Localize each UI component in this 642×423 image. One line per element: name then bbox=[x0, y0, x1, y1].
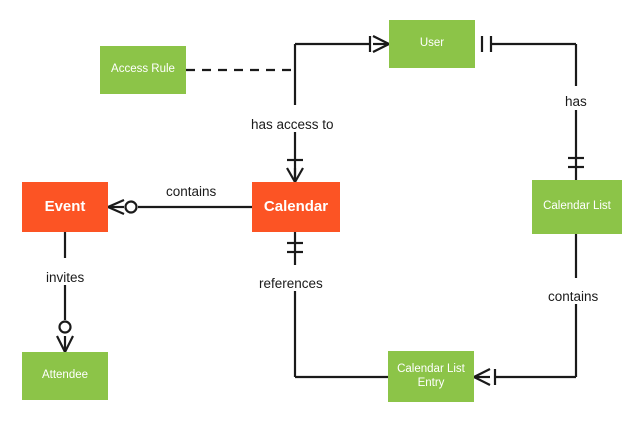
entity-attendee[interactable]: Attendee bbox=[22, 352, 108, 400]
zero-circle-attendee bbox=[58, 320, 72, 334]
cardinality-calendar-one-or-many bbox=[286, 158, 304, 183]
relationship-label-references: references bbox=[256, 276, 326, 291]
relationship-label-has-access-to: has access to bbox=[248, 117, 337, 132]
entity-event-label: Event bbox=[44, 198, 86, 216]
crowsfoot-upper-entry bbox=[473, 368, 491, 378]
crowsfoot-upper-event bbox=[107, 198, 125, 209]
zero-circle-event bbox=[124, 200, 138, 214]
cardinality-attendee-zero-or-many bbox=[56, 320, 74, 353]
entity-user[interactable]: User bbox=[389, 20, 475, 68]
crowsfoot-lower-user bbox=[372, 43, 390, 53]
entity-calendar-list-label: Calendar List bbox=[543, 200, 611, 213]
cardinality-user-exactly-one bbox=[480, 36, 493, 52]
cardinality-entry-one-or-many bbox=[473, 368, 497, 386]
entity-calendar-list-entry-label: Calendar List Entry bbox=[397, 363, 465, 389]
entity-calendar-list-entry[interactable]: Calendar List Entry bbox=[388, 351, 474, 402]
entity-calendar-list[interactable]: Calendar List bbox=[532, 180, 622, 234]
cardinality-user-one-to-many bbox=[368, 35, 390, 53]
cardinality-calendar-exactly-one-bottom bbox=[287, 241, 303, 254]
entity-calendar[interactable]: Calendar bbox=[252, 182, 340, 232]
entity-access-rule[interactable]: Access Rule bbox=[100, 46, 186, 94]
relationship-label-contains-list-entry: contains bbox=[545, 289, 602, 304]
entity-access-rule-label: Access Rule bbox=[111, 63, 175, 76]
crowsfoot-left-attendee bbox=[56, 335, 66, 353]
crowsfoot-right-calendar-top bbox=[294, 167, 304, 183]
entity-attendee-label: Attendee bbox=[41, 369, 89, 382]
crowsfoot-left-calendar-top bbox=[286, 167, 296, 183]
relationship-label-invites: invites bbox=[43, 270, 88, 285]
crowsfoot-lower-event bbox=[107, 205, 125, 216]
crowsfoot-lower-entry bbox=[473, 376, 491, 386]
crowsfoot-right-attendee bbox=[64, 335, 74, 353]
cardinality-calendar-list-exactly-one bbox=[568, 156, 584, 169]
crowsfoot-upper-user bbox=[372, 35, 390, 45]
cardinality-event-zero-or-many bbox=[107, 198, 138, 216]
entity-calendar-label: Calendar bbox=[263, 198, 329, 216]
relationship-label-contains-event-calendar: contains bbox=[163, 184, 220, 199]
entity-user-label: User bbox=[419, 37, 445, 50]
relationship-label-has: has bbox=[562, 94, 590, 109]
entity-event[interactable]: Event bbox=[22, 182, 108, 232]
